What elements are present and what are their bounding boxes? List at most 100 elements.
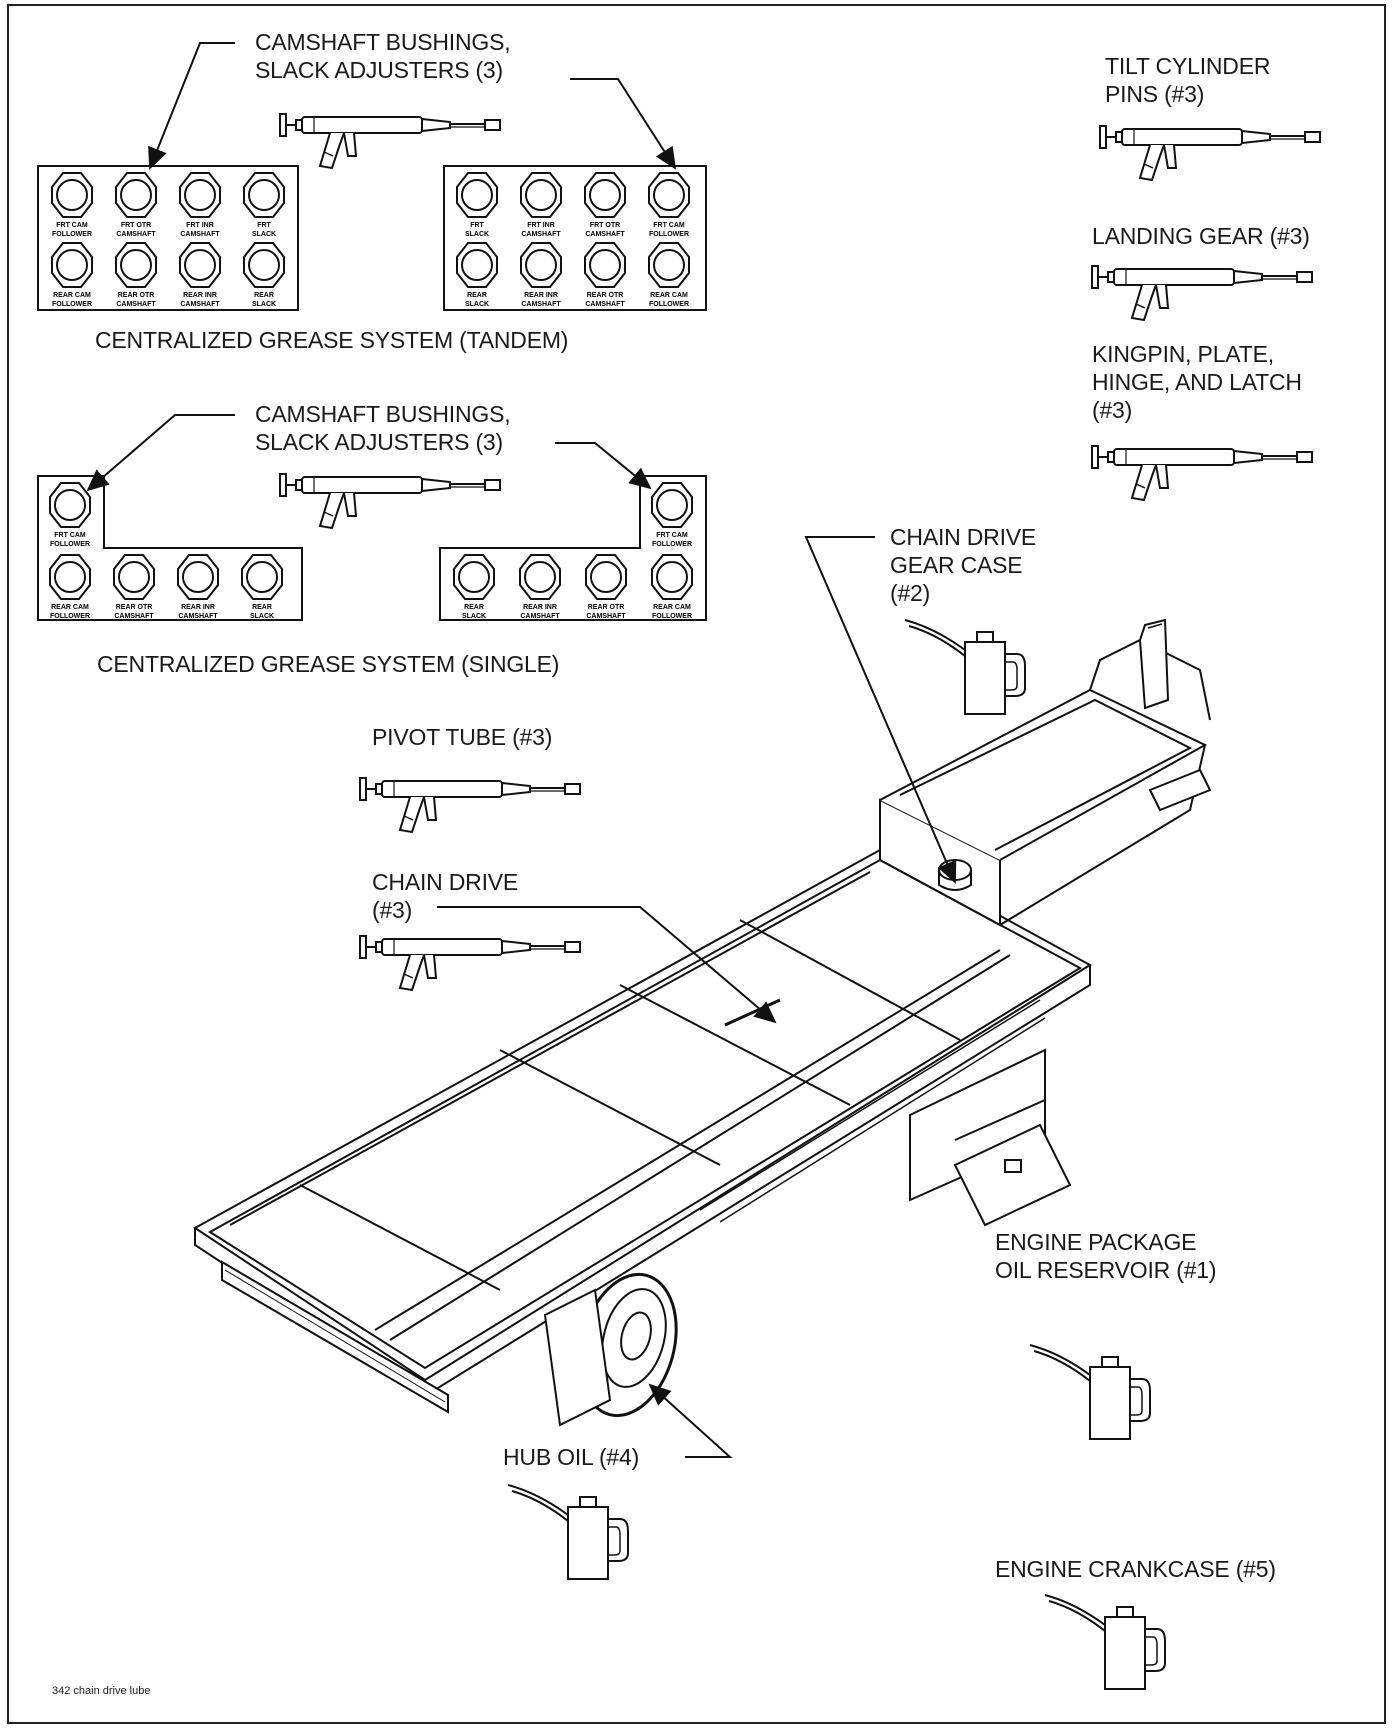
single-callout-left-leader [86, 414, 235, 492]
label-line: OIL RESERVOIR (#1) [995, 1257, 1217, 1283]
fitting-nut-icon [519, 554, 561, 600]
fitting-nut-icon [651, 482, 693, 528]
fitting-nut-icon [179, 242, 221, 288]
fitting-nut-icon [584, 172, 626, 218]
fitting-nut-icon [456, 242, 498, 288]
fitting-label: SLACK [252, 301, 276, 308]
fitting-label: CAMSHAFT [114, 613, 154, 620]
tandem-callout-left-leader [148, 42, 235, 170]
fitting-label: REAR OTR [588, 604, 625, 611]
fitting-label: FRT [257, 222, 271, 229]
callout-line: SLACK ADJUSTERS (3) [255, 57, 503, 83]
label-line: (#3) [1092, 397, 1133, 423]
grease-fitting-tandem-left-bottom: REAR INR CAMSHAFT [179, 242, 221, 308]
fitting-label: REAR CAM [650, 292, 688, 299]
callout-line: CAMSHAFT BUSHINGS, [255, 29, 511, 55]
fitting-nut-icon [177, 554, 219, 600]
label-line: (#3) [372, 897, 413, 923]
fitting-label: FRT INR [527, 222, 555, 229]
single-callout-right-leader [555, 442, 652, 490]
engine-crankcase-label: ENGINE CRANKCASE (#5) [995, 1556, 1276, 1582]
grease-fitting-single-right-bottom: REAR CAM FOLLOWER [651, 554, 693, 620]
callout-line: CAMSHAFT BUSHINGS, [255, 401, 511, 427]
fitting-nut-icon [453, 554, 495, 600]
fitting-nut-icon [243, 172, 285, 218]
label-line: CHAIN DRIVE [890, 524, 1037, 550]
callout-line: SLACK ADJUSTERS (3) [255, 429, 503, 455]
fitting-nut-icon [113, 554, 155, 600]
fitting-label: REAR OTR [116, 604, 153, 611]
tandem-callout-right-leader [570, 78, 677, 170]
single-caption: CENTRALIZED GREASE SYSTEM (SINGLE) [97, 651, 560, 677]
gear-case-leader [804, 536, 957, 884]
fitting-label: REAR [464, 604, 484, 611]
fitting-label: CAMSHAFT [116, 231, 156, 238]
fitting-label: FRT CAM [656, 532, 688, 539]
fitting-nut-icon [115, 172, 157, 218]
fitting-label: FOLLOWER [50, 613, 90, 620]
trailer-illustration [193, 618, 1212, 1427]
label-line: PINS (#3) [1105, 81, 1205, 107]
fitting-label: REAR INR [183, 292, 217, 299]
fitting-nut-icon [520, 172, 562, 218]
pivot-tube-label: PIVOT TUBE (#3) [372, 724, 553, 750]
chain-drive-leader [437, 906, 777, 1024]
fitting-nut-icon [648, 242, 690, 288]
grease-fitting-single-left-bottom: REAR INR CAMSHAFT [177, 554, 219, 620]
fitting-label: SLACK [252, 231, 276, 238]
fitting-label: FOLLOWER [649, 231, 689, 238]
label-line: TILT CYLINDER [1105, 53, 1271, 79]
fitting-nut-icon [49, 554, 91, 600]
fitting-label: CAMSHAFT [180, 301, 220, 308]
tandem-caption: CENTRALIZED GREASE SYSTEM (TANDEM) [95, 327, 569, 353]
fitting-label: REAR OTR [587, 292, 624, 299]
single-callout-label: CAMSHAFT BUSHINGS, SLACK ADJUSTERS (3) [255, 400, 511, 456]
fitting-label: FOLLOWER [652, 541, 692, 548]
grease-fitting-single-right-top: FRT CAM FOLLOWER [651, 482, 693, 548]
grease-fitting-tandem-left-top: FRT SLACK [243, 172, 285, 238]
fitting-nut-icon [520, 242, 562, 288]
fitting-label: CAMSHAFT [178, 613, 218, 620]
fitting-label: FRT OTR [590, 222, 620, 229]
grease-fitting-tandem-right-bottom: REAR CAM FOLLOWER [648, 242, 690, 308]
kingpin-label: KINGPIN, PLATE, HINGE, AND LATCH (#3) [1092, 340, 1302, 424]
fitting-label: FOLLOWER [50, 541, 90, 548]
fitting-nut-icon [651, 554, 693, 600]
label-line: ENGINE PACKAGE [995, 1229, 1197, 1255]
fitting-label: REAR INR [181, 604, 215, 611]
fitting-label: CAMSHAFT [180, 231, 220, 238]
fitting-nut-icon [585, 554, 627, 600]
fitting-nut-icon [243, 242, 285, 288]
fitting-nut-icon [584, 242, 626, 288]
fitting-label: FOLLOWER [652, 613, 692, 620]
grease-fitting-tandem-right-top: FRT INR CAMSHAFT [520, 172, 562, 238]
label-line: (#2) [890, 580, 931, 606]
label-line: GEAR CASE [890, 552, 1023, 578]
fitting-label: SLACK [465, 231, 489, 238]
fitting-label: CAMSHAFT [521, 231, 561, 238]
fitting-label: REAR CAM [653, 604, 691, 611]
fitting-label: REAR [254, 292, 274, 299]
fitting-label: REAR CAM [53, 292, 91, 299]
fitting-nut-icon [115, 242, 157, 288]
single-right-block [439, 475, 707, 621]
fitting-nut-icon [648, 172, 690, 218]
fitting-label: REAR INR [524, 292, 558, 299]
fitting-label: FRT CAM [56, 222, 88, 229]
fitting-label: FOLLOWER [649, 301, 689, 308]
